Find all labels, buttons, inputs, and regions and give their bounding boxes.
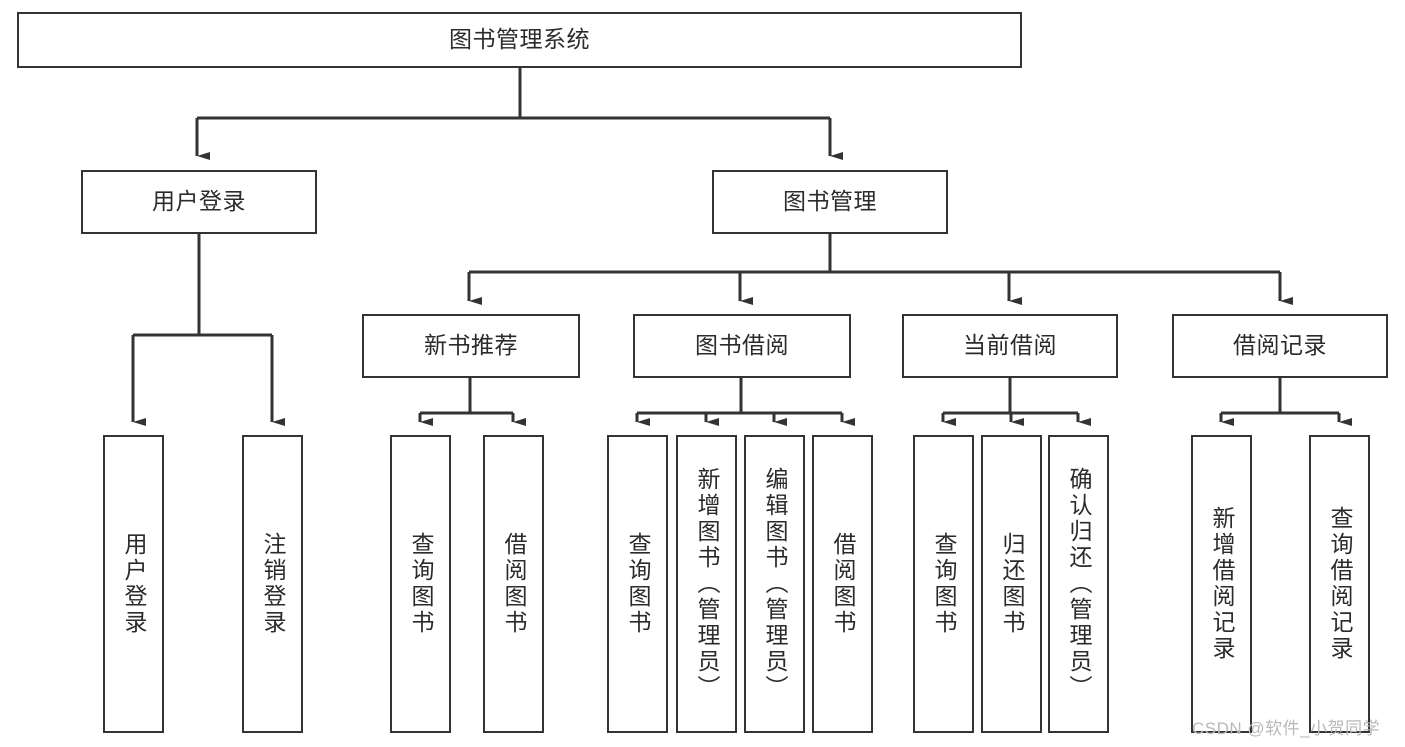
node-label: 查询图书: [625, 532, 651, 636]
leaf-borrow-book-newbook[interactable]: 借阅图书: [483, 435, 544, 733]
leaf-query-book-current[interactable]: 查询图书: [913, 435, 974, 733]
leaf-borrow-book[interactable]: 借阅图书: [812, 435, 873, 733]
node-label: 注销登录: [260, 532, 286, 636]
node-label: 当前借阅: [963, 332, 1057, 359]
leaf-user-login[interactable]: 用户登录: [103, 435, 164, 733]
leaf-query-book-newbook[interactable]: 查询图书: [390, 435, 451, 733]
node-user-login[interactable]: 用户登录: [81, 170, 317, 234]
leaf-add-borrow-record[interactable]: 新增借阅记录: [1191, 435, 1252, 733]
node-label: 借阅记录: [1233, 332, 1327, 359]
node-label: 借阅图书: [501, 532, 527, 636]
node-label: 新增图书（管理员）: [694, 467, 720, 701]
node-label: 图书借阅: [695, 332, 789, 359]
leaf-add-book-admin[interactable]: 新增图书（管理员）: [676, 435, 737, 733]
leaf-query-book-borrow[interactable]: 查询图书: [607, 435, 668, 733]
node-borrow-records[interactable]: 借阅记录: [1172, 314, 1388, 378]
node-label: 新增借阅记录: [1209, 506, 1235, 662]
node-new-book-recommend[interactable]: 新书推荐: [362, 314, 580, 378]
node-label: 图书管理系统: [449, 26, 590, 53]
node-book-borrow[interactable]: 图书借阅: [633, 314, 851, 378]
node-label: 借阅图书: [830, 532, 856, 636]
leaf-edit-book-admin[interactable]: 编辑图书（管理员）: [744, 435, 805, 733]
node-label: 新书推荐: [424, 332, 518, 359]
node-label: 用户登录: [121, 532, 147, 636]
leaf-confirm-return-admin[interactable]: 确认归还（管理员）: [1048, 435, 1109, 733]
node-label: 编辑图书（管理员）: [762, 467, 788, 701]
node-book-management[interactable]: 图书管理: [712, 170, 948, 234]
node-label: 图书管理: [783, 188, 877, 215]
node-label: 查询图书: [931, 532, 957, 636]
node-label: 用户登录: [152, 188, 246, 215]
node-label: 查询图书: [408, 532, 434, 636]
leaf-return-book[interactable]: 归还图书: [981, 435, 1042, 733]
leaf-query-borrow-record[interactable]: 查询借阅记录: [1309, 435, 1370, 733]
node-root[interactable]: 图书管理系统: [17, 12, 1022, 68]
csdn-watermark: CSDN @软件_小贺同学: [1192, 719, 1381, 738]
node-label: 归还图书: [999, 532, 1025, 636]
leaf-logout[interactable]: 注销登录: [242, 435, 303, 733]
node-label: 确认归还（管理员）: [1066, 467, 1092, 701]
node-current-borrow[interactable]: 当前借阅: [902, 314, 1118, 378]
node-label: 查询借阅记录: [1327, 506, 1353, 662]
